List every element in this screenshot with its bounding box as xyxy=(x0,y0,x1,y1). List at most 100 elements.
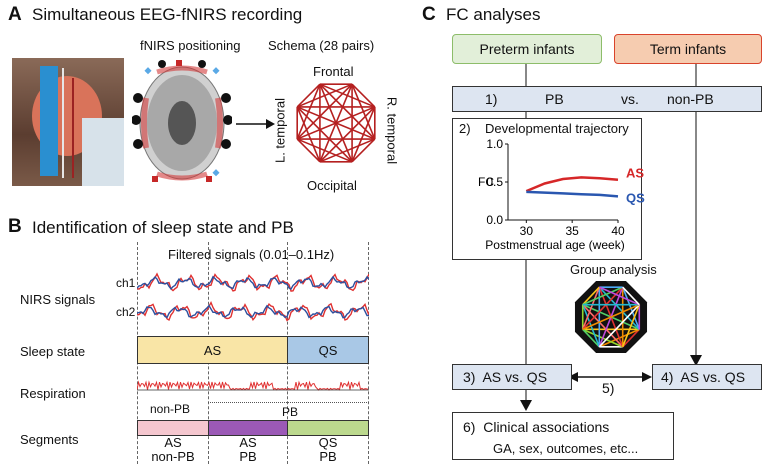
respiration-plot xyxy=(137,380,369,391)
y-tick-label: 0.0 xyxy=(486,213,503,227)
step1-pb: PB xyxy=(545,91,564,107)
preterm-text: Preterm infants xyxy=(479,41,575,57)
group-edge xyxy=(582,303,640,331)
fnirs-label: fNIRS positioning xyxy=(140,38,241,53)
step4-text: 4) AS vs. QS xyxy=(661,369,746,385)
schema-edge xyxy=(296,83,321,108)
arrow-to-schema xyxy=(236,119,275,129)
nirs-trace xyxy=(137,304,369,319)
schema-label: Schema (28 pairs) xyxy=(268,38,375,53)
segment-2 xyxy=(208,420,288,436)
step1-box: 1) PB vs. non-PB xyxy=(452,86,762,112)
y-tick-label: 0.5 xyxy=(486,175,503,189)
infant-photo xyxy=(12,58,124,186)
group-edge xyxy=(582,286,600,306)
panel-a-letter: A xyxy=(8,4,22,25)
series-label-qs: QS xyxy=(626,190,645,205)
step1-vs: vs. xyxy=(621,91,639,107)
segment-3 xyxy=(287,420,369,436)
step6-box: 6) Clinical associations GA, sex, outcom… xyxy=(452,412,674,460)
step4-box: 4) AS vs. QS xyxy=(652,364,762,390)
group-edge xyxy=(622,328,640,348)
group-edge xyxy=(582,328,600,348)
step3-text: 3) AS vs. QS xyxy=(463,369,548,385)
x-tick-label: 35 xyxy=(565,224,579,238)
schema-edge xyxy=(319,106,376,163)
sleep-as-text: AS xyxy=(203,342,222,358)
schema-edge xyxy=(351,138,376,163)
group-analysis-label: Group analysis xyxy=(570,262,657,277)
schema-edge xyxy=(296,83,321,140)
group-network xyxy=(574,280,648,354)
step2-title: 2) Developmental trajectory xyxy=(459,121,629,136)
nirs-signals-plot xyxy=(137,272,369,322)
label-frontal: Frontal xyxy=(313,64,354,79)
schema-edge xyxy=(319,83,353,163)
respiration-label: Respiration xyxy=(20,386,86,401)
step1-non-pb: non-PB xyxy=(667,91,714,107)
sleep-state-label: Sleep state xyxy=(20,344,86,359)
resp-pb-label: PB xyxy=(282,405,299,419)
y-tick-label: 1.0 xyxy=(486,137,503,151)
group-edge xyxy=(582,286,624,306)
ch1-label: ch1 xyxy=(116,276,136,290)
x-tick-label: 40 xyxy=(611,224,625,238)
x-tick-label: 30 xyxy=(520,224,534,238)
group-edge xyxy=(621,304,641,348)
brain-mri xyxy=(132,60,232,182)
sleep-qs-bar: QS xyxy=(287,336,369,364)
schema-edge xyxy=(296,83,353,140)
segment-1 xyxy=(137,420,209,436)
group-edge xyxy=(622,286,640,306)
step3-box: 3) AS vs. QS xyxy=(452,364,572,390)
flow-connectors xyxy=(520,64,702,411)
group-edge xyxy=(581,286,601,330)
pb-bracket xyxy=(208,402,369,403)
term-text: Term infants xyxy=(649,41,727,57)
schema-edge xyxy=(351,83,376,108)
y-axis-label: FC xyxy=(478,175,494,189)
trajectory-chart: 0.0 0.5 1.0 30 35 40 FC Postmenstrual age (week… xyxy=(478,137,645,252)
nirs-trace xyxy=(137,275,369,291)
schema-edge xyxy=(296,138,353,163)
label-right-temporal: R. temporal xyxy=(384,96,400,165)
schema-edge xyxy=(296,138,321,163)
preterm-box: Preterm infants xyxy=(452,34,602,64)
group-edge xyxy=(598,304,640,348)
panel-c-title: FC analyses xyxy=(446,5,541,24)
label-occipital: Occipital xyxy=(307,178,357,193)
panel-b-title: Identification of sleep state and PB xyxy=(32,218,294,237)
series-line-as xyxy=(525,176,619,193)
schema-edge xyxy=(319,83,376,140)
resp-non-pb-label: non-PB xyxy=(150,402,191,416)
step6-subtitle: GA, sex, outcomes, etc... xyxy=(493,441,639,456)
panel-a-title: Simultaneous EEG-fNIRS recording xyxy=(32,5,303,24)
panel-c-letter: C xyxy=(422,4,436,25)
filtered-label: Filtered signals (0.01–0.1Hz) xyxy=(168,247,335,262)
step5-label: 5) xyxy=(602,380,615,396)
step1-number: 1) xyxy=(485,91,498,107)
sleep-as-bar: AS xyxy=(137,336,288,364)
term-box: Term infants xyxy=(614,34,762,64)
x-axis-label: Postmenstrual age (week) xyxy=(485,238,624,252)
ch2-label: ch2 xyxy=(116,305,136,319)
network-schema xyxy=(296,83,376,163)
group-edge xyxy=(598,286,640,306)
step2-box: 2) Developmental trajectory xyxy=(452,118,642,260)
label-left-temporal: L. temporal xyxy=(272,97,288,164)
series-label-as: AS xyxy=(626,166,644,181)
series-line-qs xyxy=(526,190,619,198)
panel-b-letter: B xyxy=(8,216,22,237)
step6-title: 6) Clinical associations xyxy=(463,419,610,435)
schema-edge xyxy=(296,106,353,163)
segments-label: Segments xyxy=(20,432,79,447)
sleep-qs-text: QS xyxy=(318,342,338,358)
schema-edge xyxy=(319,83,376,108)
nirs-signals-label: NIRS signals xyxy=(20,292,96,307)
respiration-trace xyxy=(137,380,369,391)
schema-edge xyxy=(296,106,321,163)
nirs-trace xyxy=(137,272,369,292)
